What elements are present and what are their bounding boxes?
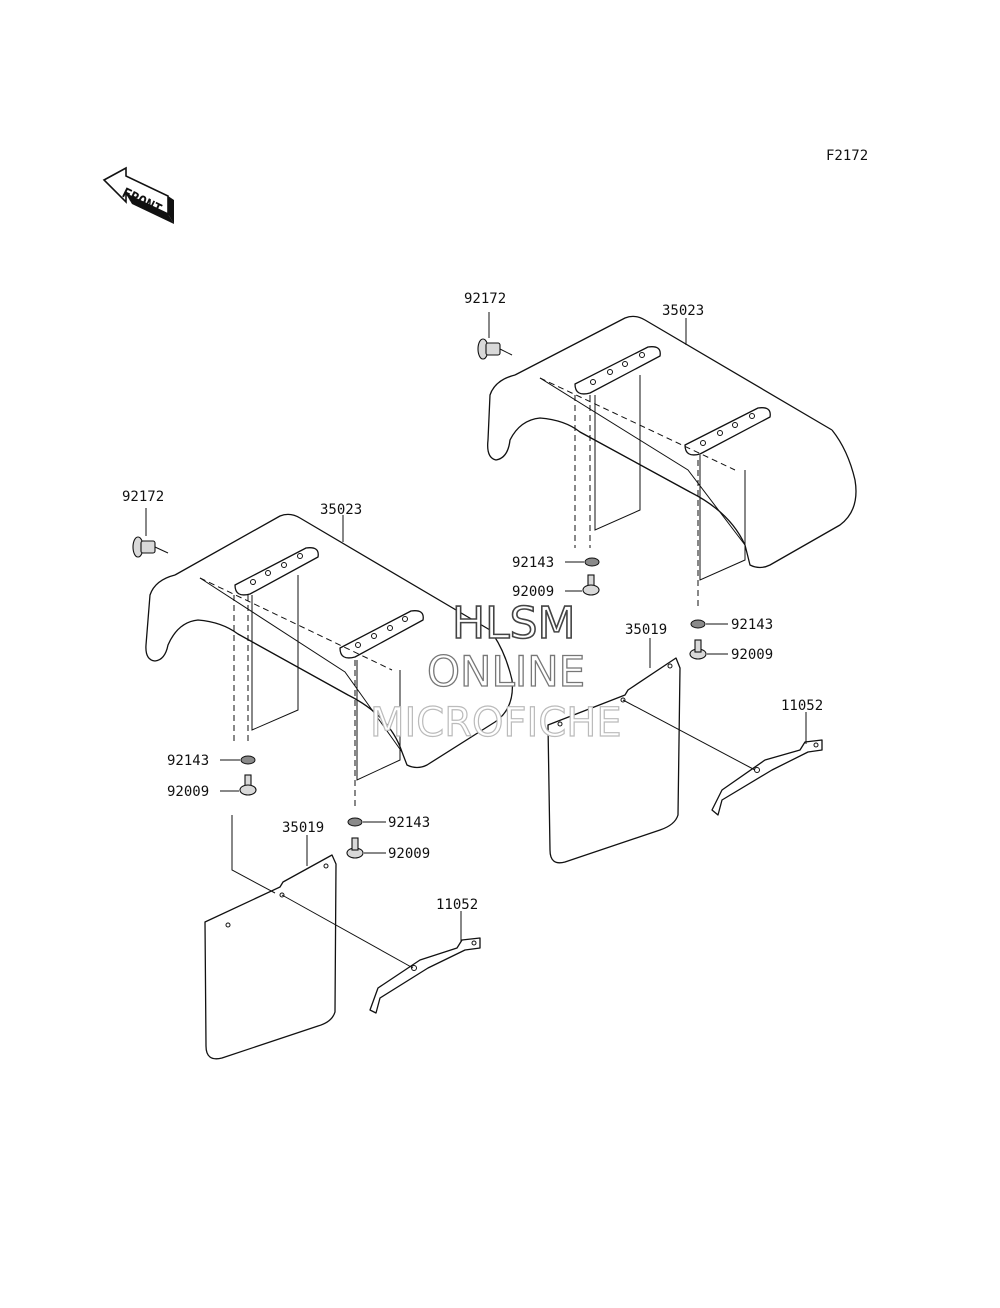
left-washer-lower	[347, 817, 363, 827]
right-clip-label: 92172	[464, 291, 506, 307]
left-mud-flap	[204, 854, 337, 1060]
left-clip-label: 92172	[122, 489, 164, 505]
left-bracket	[369, 937, 481, 1014]
right-bolt-upper	[582, 574, 600, 596]
watermark: HLSM ONLINE MICROFICHE	[369, 597, 622, 746]
right-washer-lower-label: 92143	[731, 617, 773, 633]
left-clip	[132, 536, 169, 558]
left-washer-upper-label: 92143	[167, 753, 209, 769]
right-mud-flap	[547, 657, 681, 864]
right-washer-upper	[584, 557, 600, 567]
right-mud-flap-label: 35019	[625, 622, 667, 638]
right-bolt-upper-label: 92009	[512, 584, 554, 600]
left-mud-flap-label: 35019	[282, 820, 324, 836]
left-bracket-label: 11052	[436, 897, 478, 913]
left-bolt-upper-label: 92009	[167, 784, 209, 800]
right-fender	[487, 315, 857, 581]
right-bolt-lower-label: 92009	[731, 647, 773, 663]
right-fender-label: 35023	[662, 303, 704, 319]
left-washer-lower-label: 92143	[388, 815, 430, 831]
left-washer-upper	[240, 755, 256, 765]
right-bracket	[711, 739, 823, 816]
right-clip	[477, 338, 513, 360]
left-bolt-lower-label: 92009	[388, 846, 430, 862]
right-washer-upper-label: 92143	[512, 555, 554, 571]
watermark-line-2: ONLINE	[427, 647, 585, 696]
right-washer-lower	[690, 619, 706, 629]
front-arrow-icon: FRONT	[102, 166, 174, 224]
figure-code: F2172	[826, 148, 868, 164]
left-bolt-lower	[346, 837, 364, 859]
left-fender-label: 35023	[320, 502, 362, 518]
watermark-line-3: MICROFICHE	[370, 700, 622, 746]
watermark-line-1: HLSM	[452, 598, 576, 649]
right-bracket-label: 11052	[781, 698, 823, 714]
left-bolt-upper	[239, 774, 257, 796]
right-bolt-lower	[689, 639, 707, 660]
